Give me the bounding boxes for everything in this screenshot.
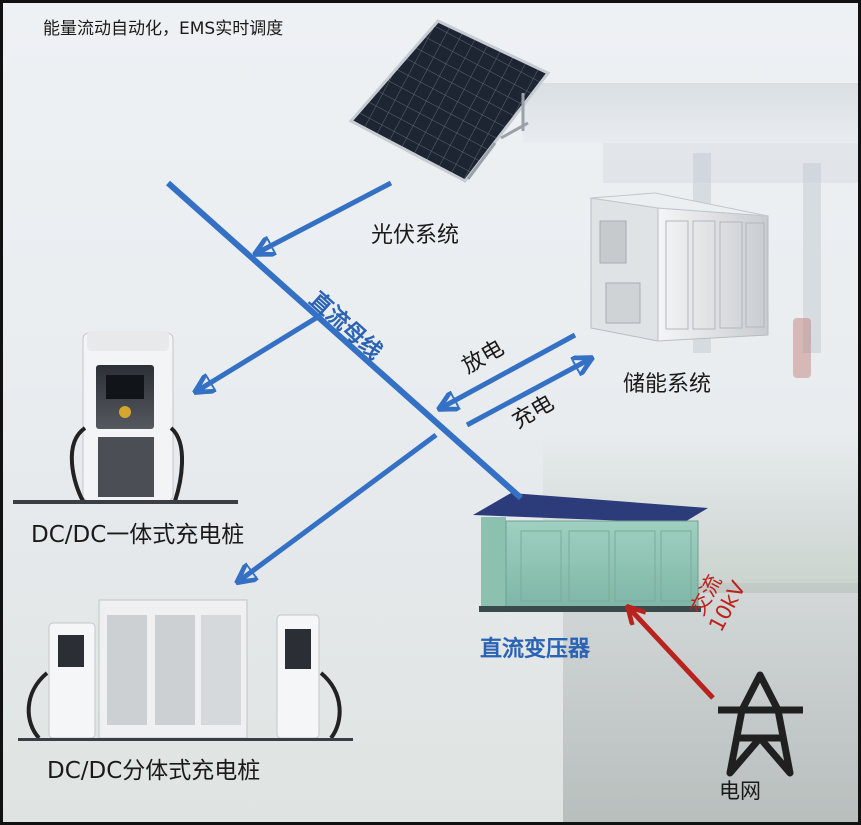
dc-bus-line [166,180,523,501]
storage-system-label: 储能系统 [623,372,712,397]
battery-container-icon [590,192,769,342]
dc-split-pile-label: DC/DC分体式充电桩 [47,758,261,784]
transformer-icon [473,493,708,612]
discharge-arrow [441,332,577,408]
charging-pile-icon [13,331,238,504]
dc-integrated-pile-label: DC/DC一体式充电桩 [31,522,245,548]
grid-flow-arrow [629,608,715,700]
background-canopy-lower [603,143,858,183]
power-tower-icon [718,671,803,777]
split-charger-icon [18,599,353,741]
grid-label: 电网 [719,779,761,803]
solar-panel-icon [348,19,551,183]
pv-system-label: 光伏系统 [371,223,460,248]
dc-transformer-label: 直流变压器 [480,637,591,662]
background-charger [793,318,811,378]
equipment-layer [13,19,803,777]
flow-layer [166,180,715,700]
page-title: 能量流动自动化，EMS实时调度 [43,19,284,39]
background-road [563,583,858,822]
background-pillar [803,163,821,353]
dc2-flow-arrow [239,432,438,581]
dc1-flow-arrow [197,312,323,391]
background-canopy [523,83,858,143]
pv-flow-arrow [257,180,393,253]
charge-arrow [465,359,590,428]
